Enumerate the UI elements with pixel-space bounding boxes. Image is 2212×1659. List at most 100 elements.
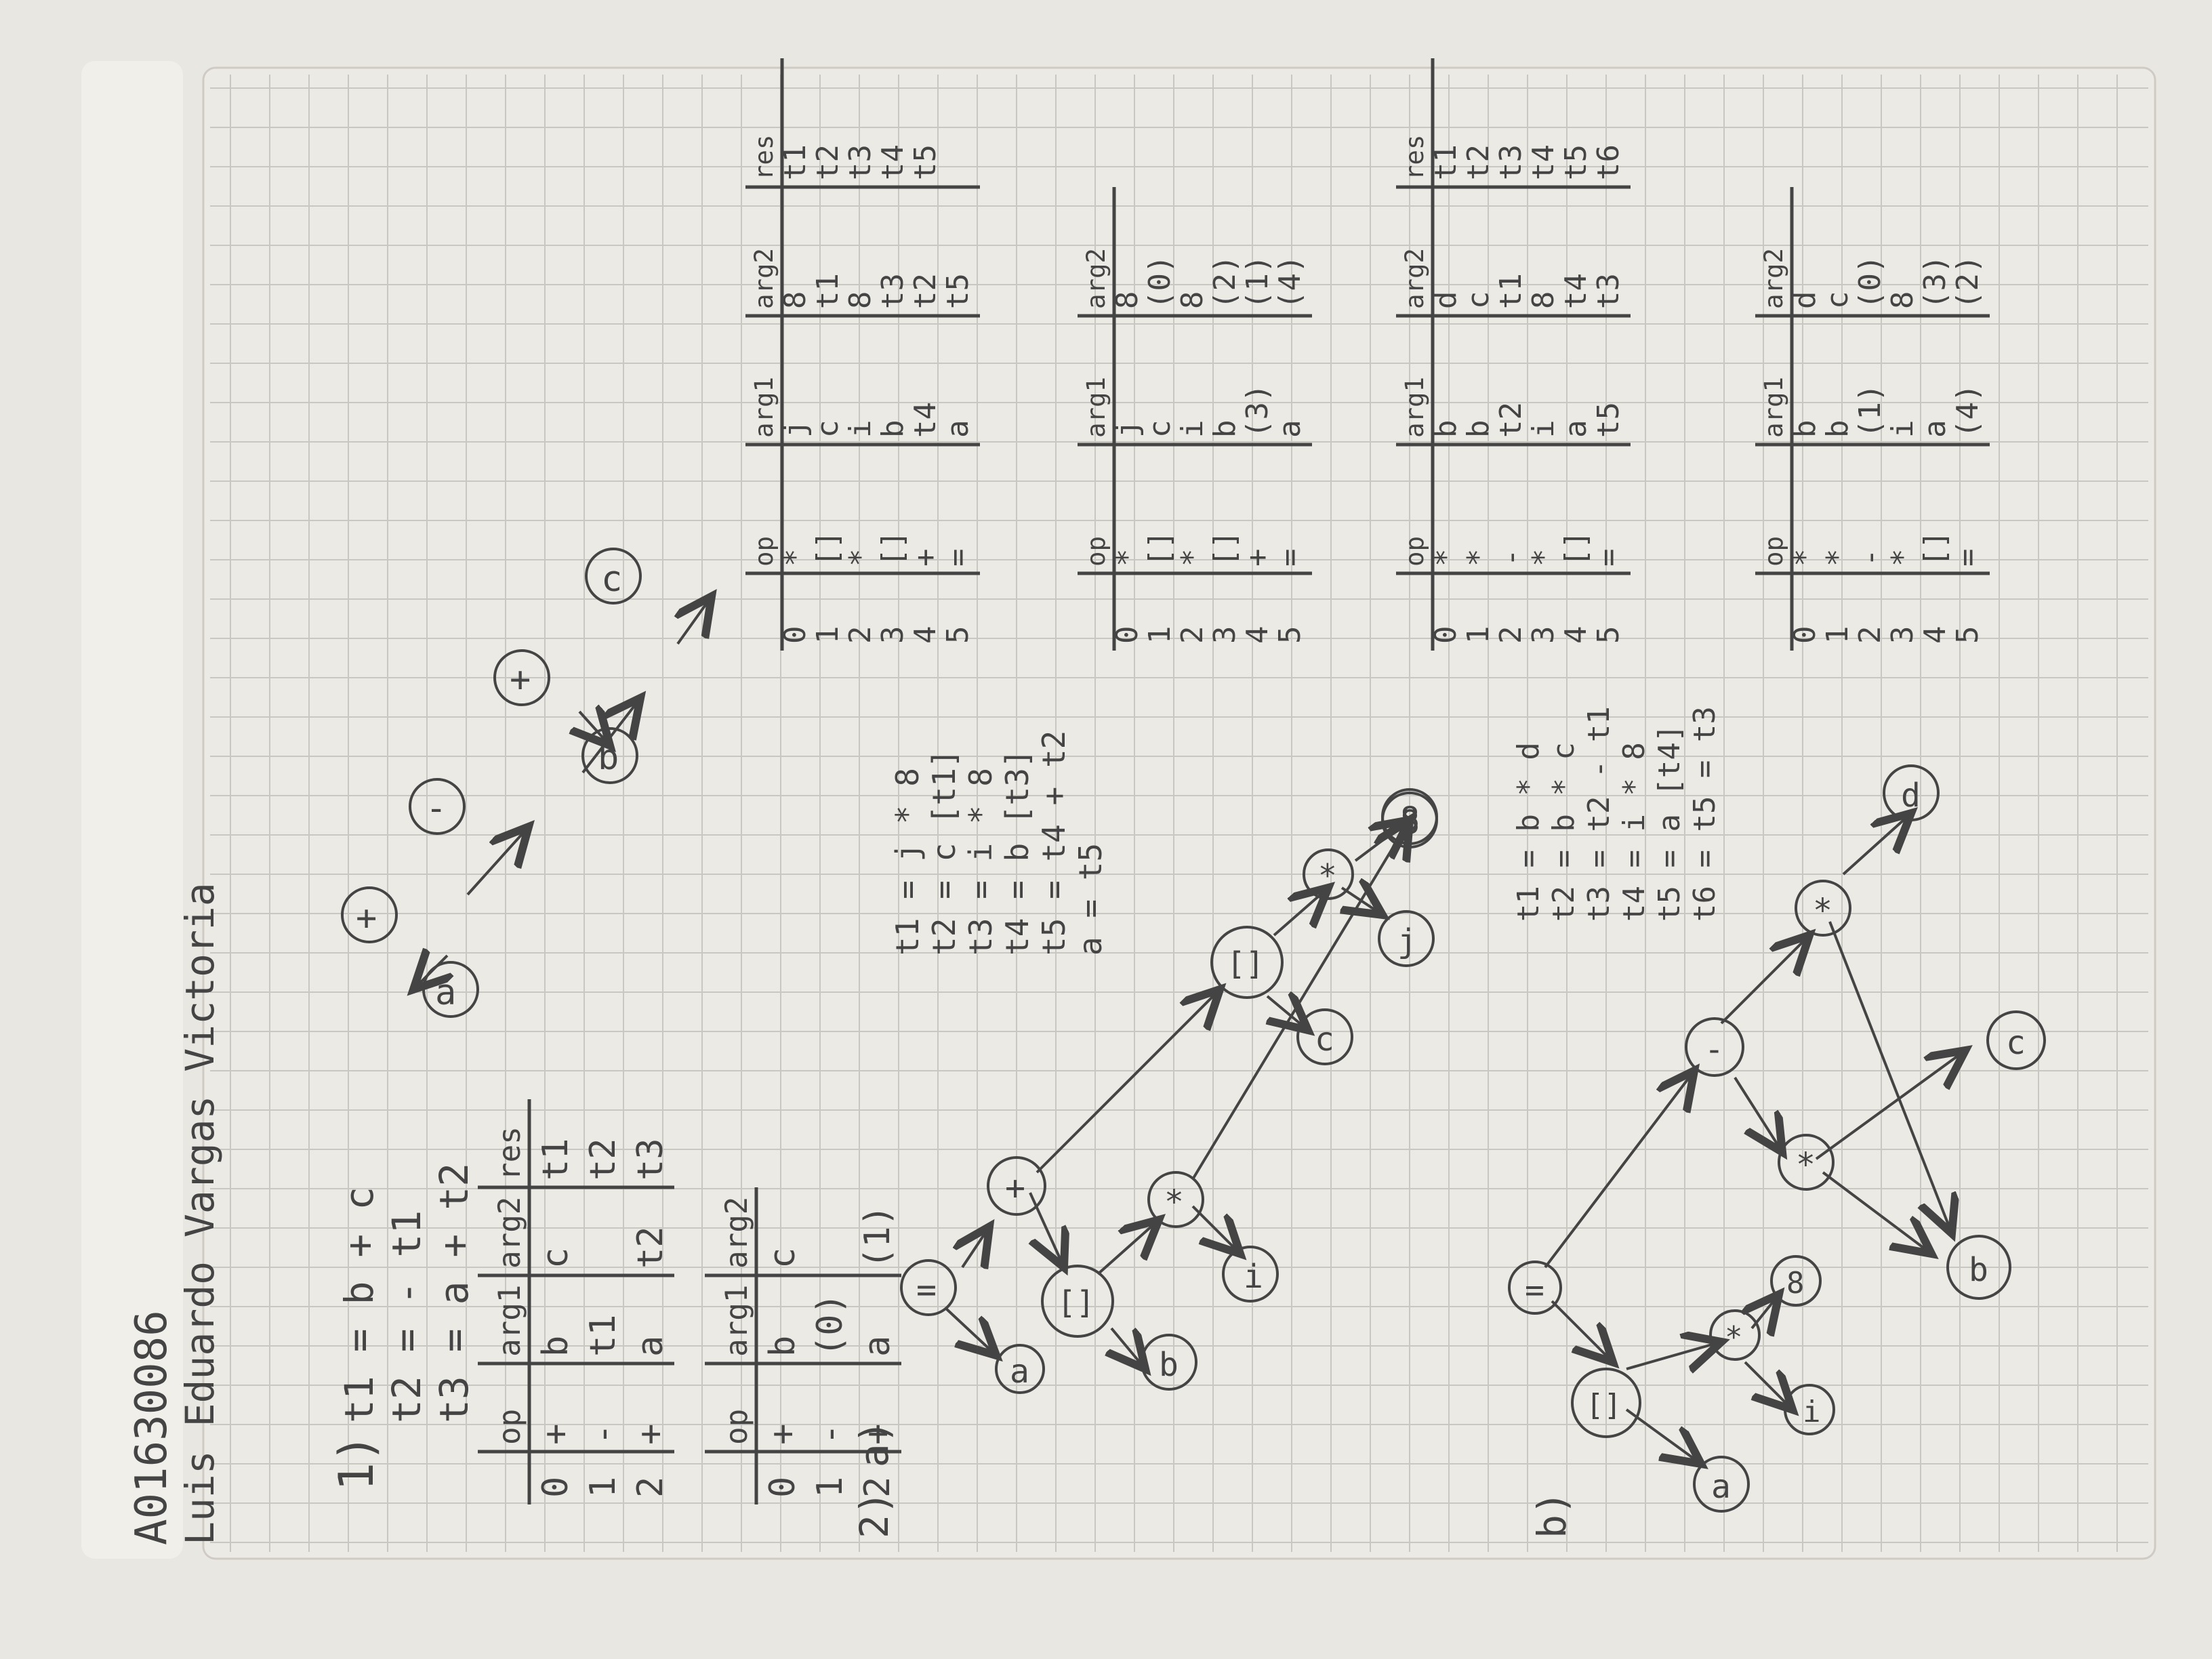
svg-text:-: - xyxy=(426,788,447,829)
table-column-header: arg2 xyxy=(749,248,779,309)
table-cell: * xyxy=(1788,549,1822,567)
table-cell: 1 xyxy=(811,626,845,644)
dag-node: i xyxy=(1222,1246,1279,1303)
table-cell: c xyxy=(811,420,845,438)
table-cell: d xyxy=(1429,291,1463,310)
table-column-header: op xyxy=(720,1409,754,1445)
table-cell: c xyxy=(1820,291,1855,310)
svg-text:=: = xyxy=(916,1270,937,1309)
table-cell: t5 xyxy=(941,273,975,309)
table-cell: 8 xyxy=(778,291,813,310)
code-line: t5 = t4 + t2 xyxy=(1036,731,1072,956)
svg-text:i: i xyxy=(1244,1258,1263,1296)
table-cell: 2 xyxy=(1853,626,1887,644)
svg-text:2) a): 2) a) xyxy=(851,1420,897,1538)
table-cell: 5 xyxy=(1273,626,1307,644)
svg-text:*: * xyxy=(1813,892,1832,930)
table-cell: 0 xyxy=(535,1477,576,1498)
table-cell: + xyxy=(908,549,943,567)
dag-node: c xyxy=(1296,1008,1353,1065)
table-cell: + xyxy=(630,1424,671,1445)
table-cell: a xyxy=(941,420,975,438)
table-column-header: arg1 xyxy=(493,1285,527,1357)
table-cell: t4 xyxy=(876,144,910,180)
problem2a-code: t1 = j * 8 t2 = c [t1] t3 = i * 8 t4 = b… xyxy=(889,731,1109,956)
table-cell: j xyxy=(778,420,813,438)
dag-node: + xyxy=(987,1156,1046,1216)
dag-node: c xyxy=(1986,1010,2046,1070)
svg-text:c: c xyxy=(1315,1021,1334,1059)
svg-text:i: i xyxy=(1803,1395,1821,1429)
table-cell: (1) xyxy=(1853,384,1887,438)
code-line: a = t5 xyxy=(1072,843,1109,956)
table-cell: t2 xyxy=(583,1138,623,1181)
dag-node: = xyxy=(1508,1261,1562,1315)
table-cell: = xyxy=(1591,549,1626,567)
table-cell: 1 xyxy=(1461,626,1496,644)
table-column-header: arg2 xyxy=(1081,248,1111,309)
svg-text:[]: [] xyxy=(1057,1284,1094,1321)
table-cell: t1 xyxy=(1494,273,1528,309)
table-cell: * xyxy=(778,549,813,567)
svg-text:b: b xyxy=(1969,1251,1988,1289)
table-cell: [] xyxy=(811,531,845,567)
student-name: Luis Eduardo Vargas Victoria xyxy=(177,882,223,1545)
student-id: A01630086 xyxy=(127,1310,177,1545)
code-line: t6 = t5 = t3 xyxy=(1687,706,1722,922)
svg-text:d: d xyxy=(1901,777,1921,815)
svg-text:a: a xyxy=(1010,1353,1029,1391)
svg-text:c: c xyxy=(601,559,622,600)
table-column-header: res xyxy=(749,134,779,180)
table-cell: (2) xyxy=(1950,255,1985,309)
table-cell: 8 xyxy=(1110,291,1145,310)
svg-text:b): b) xyxy=(1529,1491,1575,1538)
code-line: t1 = b * d xyxy=(1511,742,1546,922)
table-cell: b xyxy=(1788,420,1822,438)
dag-node: c xyxy=(585,548,642,605)
table-cell: 4 xyxy=(1559,626,1593,644)
dag-node: [] xyxy=(1571,1368,1641,1438)
table-cell: b xyxy=(1429,420,1463,438)
table-cell: = xyxy=(941,549,975,567)
svg-text:a: a xyxy=(435,972,456,1013)
table-cell: a xyxy=(630,1336,671,1357)
dag-node: a xyxy=(995,1344,1045,1394)
table-cell: t3 xyxy=(630,1138,671,1181)
code-line: t1 = j * 8 xyxy=(889,768,926,956)
table-cell: t4 xyxy=(1559,273,1593,309)
table-cell: [] xyxy=(1143,531,1177,567)
dag-node: b xyxy=(581,727,638,784)
table-column-header: arg1 xyxy=(749,377,779,438)
dag-node: [] xyxy=(1210,926,1284,999)
table-column-header: arg2 xyxy=(1399,248,1429,309)
table-cell: * xyxy=(843,549,878,567)
code-line: t4 = i * 8 xyxy=(1617,742,1652,922)
table-cell: 5 xyxy=(941,626,975,644)
table-cell: * xyxy=(1175,549,1210,567)
dag-node: j xyxy=(1378,910,1435,967)
table-cell: i xyxy=(843,420,878,438)
table-cell: - xyxy=(1494,549,1528,567)
table-cell: 8 xyxy=(1175,291,1210,310)
table-cell: (1) xyxy=(1240,255,1275,309)
table-cell: * xyxy=(1110,549,1145,567)
paper-grid-area xyxy=(202,66,2156,1560)
table-cell: c xyxy=(1461,291,1496,310)
table-cell: t1 xyxy=(811,273,845,309)
svg-text:b: b xyxy=(598,737,619,778)
table-column-header: arg2 xyxy=(720,1197,754,1269)
table-cell: 2 xyxy=(857,1477,898,1498)
table-column-header: op xyxy=(1399,536,1429,567)
table-cell: 3 xyxy=(1885,626,1920,644)
table-cell: 4 xyxy=(1240,626,1275,644)
table-column-header: arg1 xyxy=(720,1285,754,1357)
dag-node: * xyxy=(1795,880,1851,937)
table-cell: 8 xyxy=(1885,291,1920,310)
table-cell: i xyxy=(1885,420,1920,438)
table-cell: t3 xyxy=(1494,144,1528,180)
table-cell: - xyxy=(583,1424,623,1445)
